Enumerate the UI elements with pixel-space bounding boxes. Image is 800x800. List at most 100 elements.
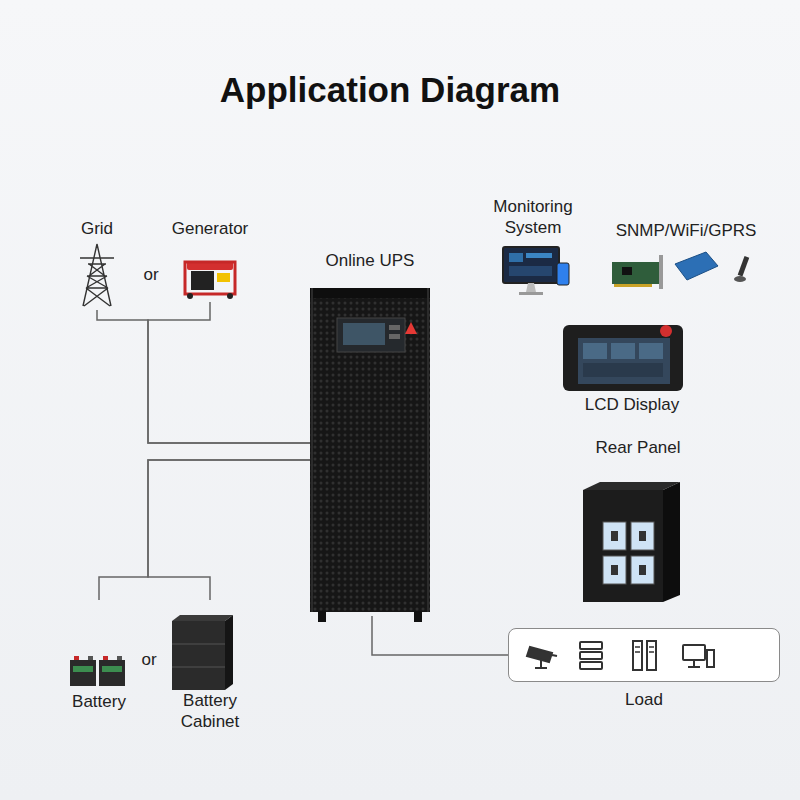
- battery-terminal: [74, 656, 79, 660]
- ups-illustration: [310, 288, 430, 622]
- lcd-widget: [583, 363, 663, 377]
- node-label: Battery Cabinet: [165, 690, 255, 732]
- node-label: Load: [509, 689, 779, 710]
- communication-modules: [612, 252, 749, 289]
- snmp-card-contacts: [614, 284, 652, 287]
- monitor-widget: [509, 253, 523, 262]
- cabinet-body: [583, 490, 663, 602]
- monitor-widget: [509, 266, 552, 276]
- connector-line: [372, 616, 508, 655]
- ups-edge: [427, 288, 429, 612]
- breaker-switch: [639, 531, 646, 541]
- gprs-antenna-base: [734, 276, 746, 282]
- lcd-logo: [660, 325, 672, 337]
- ups-logo: [405, 322, 417, 334]
- generator-tank: [187, 261, 233, 270]
- cabinet-seam: [172, 666, 225, 668]
- ups-panel: [337, 318, 405, 352]
- lcd-screen: [578, 338, 670, 384]
- transmission-tower: [80, 244, 114, 306]
- ups-wheel: [414, 611, 422, 622]
- cabinet-top: [583, 482, 680, 490]
- breaker-switch: [639, 565, 646, 575]
- lcd-bezel: [563, 325, 683, 391]
- rear-panel-label: Rear Panel: [572, 437, 704, 458]
- battery-cabinet-node: Battery Cabinet: [165, 600, 255, 732]
- generator-engine: [191, 271, 214, 290]
- generator-illustration: [185, 261, 235, 299]
- wifi-box: [675, 252, 718, 280]
- snmp-card: [612, 262, 660, 284]
- node-text-group: Battery: [62, 691, 136, 712]
- battery-label: [102, 666, 122, 672]
- monitor-widget: [526, 253, 552, 258]
- phone: [557, 263, 569, 285]
- battery-terminal: [103, 656, 108, 660]
- battery-terminal: [117, 656, 122, 660]
- breaker-switch: [611, 531, 618, 541]
- breaker: [603, 522, 626, 550]
- ups-button: [389, 334, 400, 339]
- generator-node: Generator: [160, 218, 260, 302]
- connector-line: [97, 310, 310, 443]
- lcd-illustration: [563, 325, 683, 391]
- battery-cell: [70, 660, 96, 686]
- cabinet-seam: [172, 643, 225, 645]
- node-text-group: Load: [509, 689, 779, 710]
- cabinet-side: [225, 615, 233, 690]
- ups-node: Online UPS: [310, 288, 430, 616]
- ups-screen: [343, 323, 385, 345]
- ups-button: [389, 325, 400, 330]
- node-label: Grid: [56, 218, 138, 239]
- node-label: Battery: [62, 691, 136, 712]
- node-label: Generator: [150, 218, 270, 239]
- node-label: Online UPS: [280, 250, 460, 271]
- connector-line: [148, 302, 310, 443]
- gprs-antenna: [738, 256, 750, 277]
- breaker: [631, 522, 654, 550]
- battery-node: Battery: [62, 600, 136, 712]
- comm-label: SNMP/WiFi/GPRS: [598, 220, 774, 241]
- breaker: [631, 556, 654, 584]
- ups-wheel: [318, 611, 326, 622]
- ups-top: [310, 288, 430, 298]
- battery-label: [73, 666, 93, 672]
- generator-wheel: [187, 293, 193, 299]
- breaker-switch: [611, 565, 618, 575]
- battery-cabinet-illustration: [172, 615, 233, 690]
- connector-line: [99, 460, 310, 600]
- generator-panel: [217, 273, 230, 282]
- node-text-group: Generator: [150, 218, 270, 239]
- lcd-label: LCD Display: [560, 394, 704, 415]
- battery-terminal: [88, 656, 93, 660]
- monitor-illustration: [503, 247, 569, 295]
- node-text-group: Battery Cabinet: [165, 690, 255, 732]
- rear-panel-illustration: [583, 482, 680, 602]
- grid-node: Grid: [66, 218, 128, 310]
- lcd-widget: [611, 343, 635, 359]
- breaker: [603, 556, 626, 584]
- ups-body: [310, 288, 430, 612]
- lcd-widget: [639, 343, 663, 359]
- battery-illustration: [70, 656, 125, 686]
- node-text-group: Grid: [56, 218, 138, 239]
- tower-frame: [80, 244, 114, 306]
- monitor-base: [519, 292, 543, 295]
- or-label: or: [134, 649, 164, 670]
- ups-edge: [311, 288, 313, 612]
- battery-cell: [99, 660, 125, 686]
- generator-wheel: [227, 293, 233, 299]
- generator-frame: [185, 262, 235, 294]
- snmp-card-bracket: [659, 255, 663, 289]
- monitor-stand: [526, 283, 536, 292]
- cabinet-side: [663, 482, 680, 602]
- diagram-title: Application Diagram: [0, 70, 780, 110]
- load-box: Load: [508, 628, 780, 682]
- or-label: or: [136, 264, 166, 285]
- lcd-widget: [583, 343, 607, 359]
- node-text-group: Online UPS: [280, 250, 460, 271]
- cabinet-top: [172, 615, 233, 621]
- monitor-screen: [503, 247, 559, 283]
- monitoring-label: Monitoring System: [470, 196, 596, 238]
